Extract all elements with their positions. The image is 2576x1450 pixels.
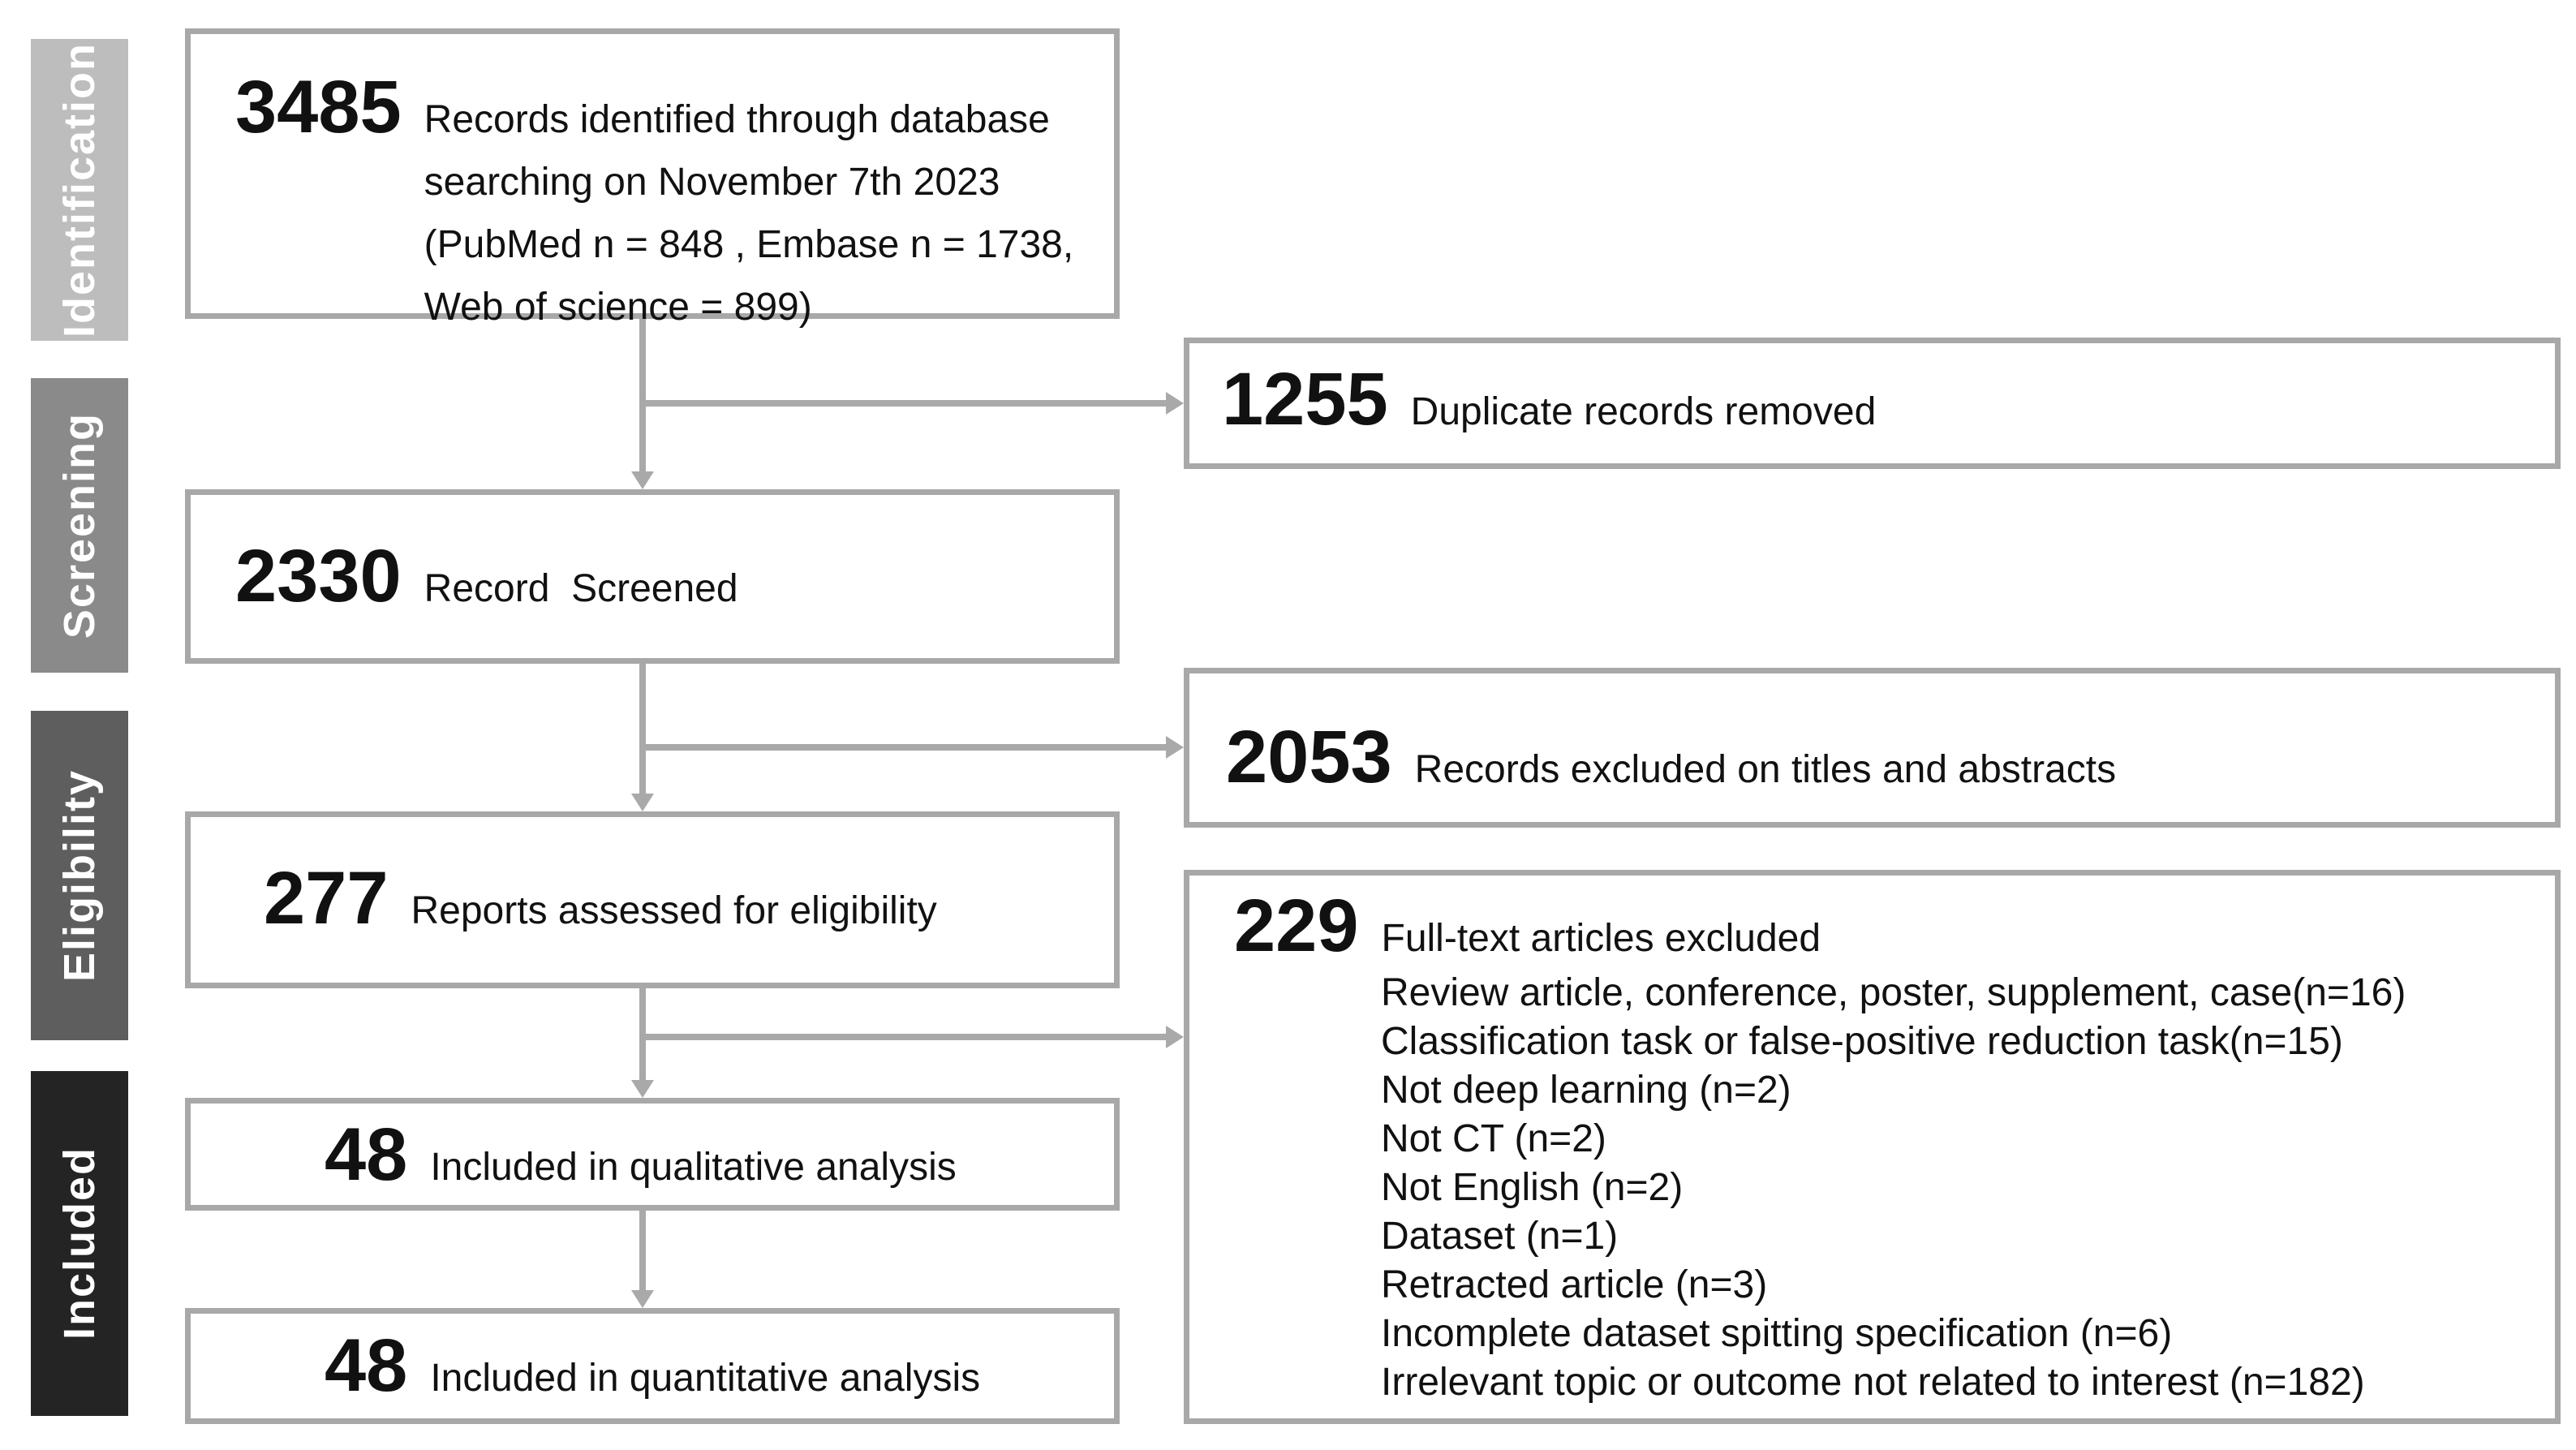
reports-assessed-label: Reports assessed for eligibility	[411, 889, 937, 932]
qualitative-included-count: 48	[325, 1113, 408, 1196]
arrow-line-to-excluded-titles-abstracts	[639, 744, 1168, 751]
stage-label-eligibility-text: Eligibility	[55, 768, 104, 983]
stage-label-eligibility: Eligibility	[31, 711, 128, 1040]
arrowhead-down-quantitative-icon	[631, 1290, 654, 1308]
excluded-titles-abstracts-label: Records excluded on titles and abstracts	[1414, 748, 2117, 791]
arrowhead-down-qualitative-icon	[631, 1080, 654, 1098]
arrow-line-identified-to-screened	[639, 319, 646, 473]
fulltext-excluded-header: 229 Full-text articles excluded	[1234, 889, 2531, 963]
records-identified-label: Records identified through database sear…	[424, 98, 1074, 329]
arrowhead-right-duplicates-icon	[1166, 392, 1184, 415]
box-duplicates-removed: 1255 Duplicate records removed	[1184, 338, 2561, 469]
duplicates-removed-count: 1255	[1222, 358, 1388, 441]
stage-label-identification: Identification	[31, 39, 128, 341]
qualitative-included-label: Included in qualitative analysis	[430, 1146, 957, 1189]
box-quantitative-included: 48 Included in quantitative analysis	[185, 1308, 1120, 1424]
excluded-titles-abstracts-count: 2053	[1226, 716, 1392, 798]
arrowhead-right-excluded-icon	[1166, 736, 1184, 759]
box-records-identified: 3485 Records identified through database…	[185, 28, 1120, 329]
duplicates-removed-label: Duplicate records removed	[1410, 390, 1877, 433]
stage-label-screening: Screening	[31, 378, 128, 673]
fulltext-excluded-label: Full-text articles excluded	[1381, 917, 1821, 960]
stage-label-included-text: Included	[55, 1147, 104, 1340]
box-records-screened: 2330 Record Screened	[185, 489, 1120, 664]
fulltext-excluded-count: 229	[1234, 884, 1359, 967]
records-screened-count: 2330	[235, 535, 402, 617]
arrow-line-to-duplicates	[639, 400, 1168, 407]
arrowhead-down-assessed-icon	[631, 794, 654, 811]
box-reports-assessed: 277 Reports assessed for eligibility	[185, 811, 1120, 988]
stage-label-included: Included	[31, 1071, 128, 1416]
arrowhead-down-screened-icon	[631, 471, 654, 489]
arrowhead-right-fulltext-icon	[1166, 1026, 1184, 1048]
fulltext-excluded-reasons-list: Review article, conference, poster, supp…	[1381, 971, 2406, 1404]
arrow-line-qualitative-to-quantitative	[639, 1211, 646, 1292]
records-screened-label: Record Screened	[424, 567, 738, 610]
box-fulltext-excluded: 229 Full-text articles excluded Review a…	[1184, 870, 2561, 1424]
reports-assessed-count: 277	[264, 857, 389, 940]
stage-label-screening-text: Screening	[55, 411, 104, 639]
records-identified-count: 3485	[235, 66, 402, 148]
quantitative-included-count: 48	[325, 1324, 408, 1407]
box-qualitative-included: 48 Included in qualitative analysis	[185, 1098, 1120, 1211]
box-excluded-titles-abstracts: 2053 Records excluded on titles and abst…	[1184, 668, 2561, 828]
arrow-line-to-fulltext-excluded	[639, 1034, 1168, 1040]
stage-label-identification-text: Identification	[55, 42, 104, 338]
quantitative-included-label: Included in quantitative analysis	[430, 1357, 981, 1400]
arrow-line-screened-to-assessed	[639, 664, 646, 795]
